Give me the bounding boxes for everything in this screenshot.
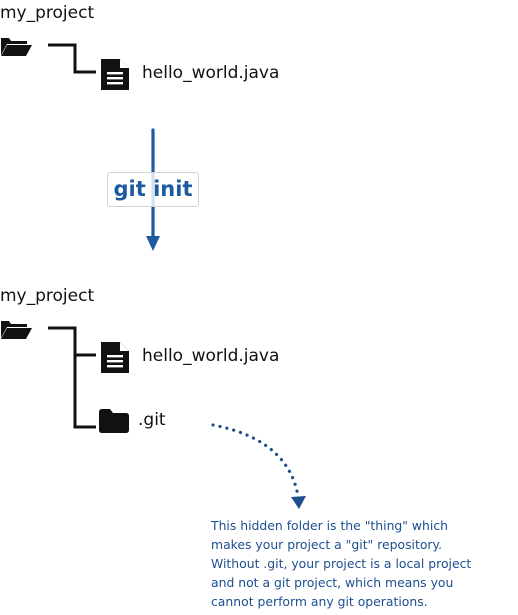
folder-icon bbox=[99, 409, 129, 433]
git-folder-label: .git bbox=[138, 410, 166, 430]
tree-connector bbox=[48, 326, 96, 429]
tree-connector bbox=[48, 43, 96, 74]
git-init-command: git init bbox=[107, 172, 199, 207]
file-name-label: hello_world.java bbox=[142, 346, 280, 366]
document-icon bbox=[101, 342, 129, 373]
note-line: This hidden folder is the "thing" which bbox=[211, 518, 449, 533]
project-folder-label: my_project bbox=[0, 286, 95, 306]
project-folder-label: my_project bbox=[0, 3, 95, 23]
note-line: cannot perform any git operations. bbox=[211, 594, 428, 609]
command-text: git init bbox=[113, 177, 193, 201]
note-line: and not a git project, which means you bbox=[211, 575, 454, 590]
annotation-arrow bbox=[211, 423, 300, 498]
note-line: Without .git, your project is a local pr… bbox=[211, 556, 472, 571]
open-folder-icon bbox=[1, 321, 32, 339]
explanation-note: This hidden folder is the "thing" which … bbox=[211, 516, 516, 611]
note-line: makes your project a "git" repository. bbox=[211, 537, 443, 552]
open-folder-icon bbox=[1, 38, 32, 56]
file-name-label: hello_world.java bbox=[142, 63, 280, 83]
annotation-arrowhead bbox=[291, 496, 306, 509]
document-icon bbox=[101, 59, 129, 90]
